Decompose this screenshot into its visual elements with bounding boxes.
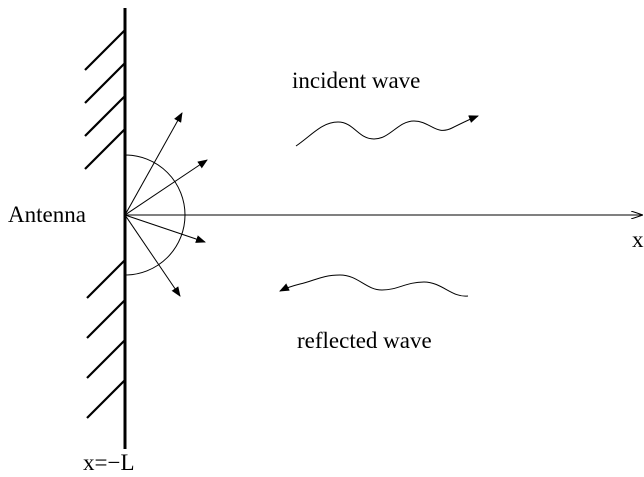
reflected-wave-label: reflected wave (297, 328, 432, 353)
wall-position-label: x=−L (83, 450, 135, 475)
reflected-wave-squiggle (279, 274, 469, 297)
ray-arrow (124, 112, 183, 216)
incident-wave-squiggle (295, 115, 479, 147)
ray-arrow (124, 214, 206, 243)
ray-arrow (124, 214, 181, 297)
antenna-rays (124, 112, 208, 297)
x-axis-label: x (632, 227, 644, 252)
ray-arrow (124, 159, 208, 216)
wall-hatching (84, 29, 126, 419)
antenna-label: Antenna (8, 202, 86, 227)
incident-wave-label: incident wave (292, 68, 421, 93)
